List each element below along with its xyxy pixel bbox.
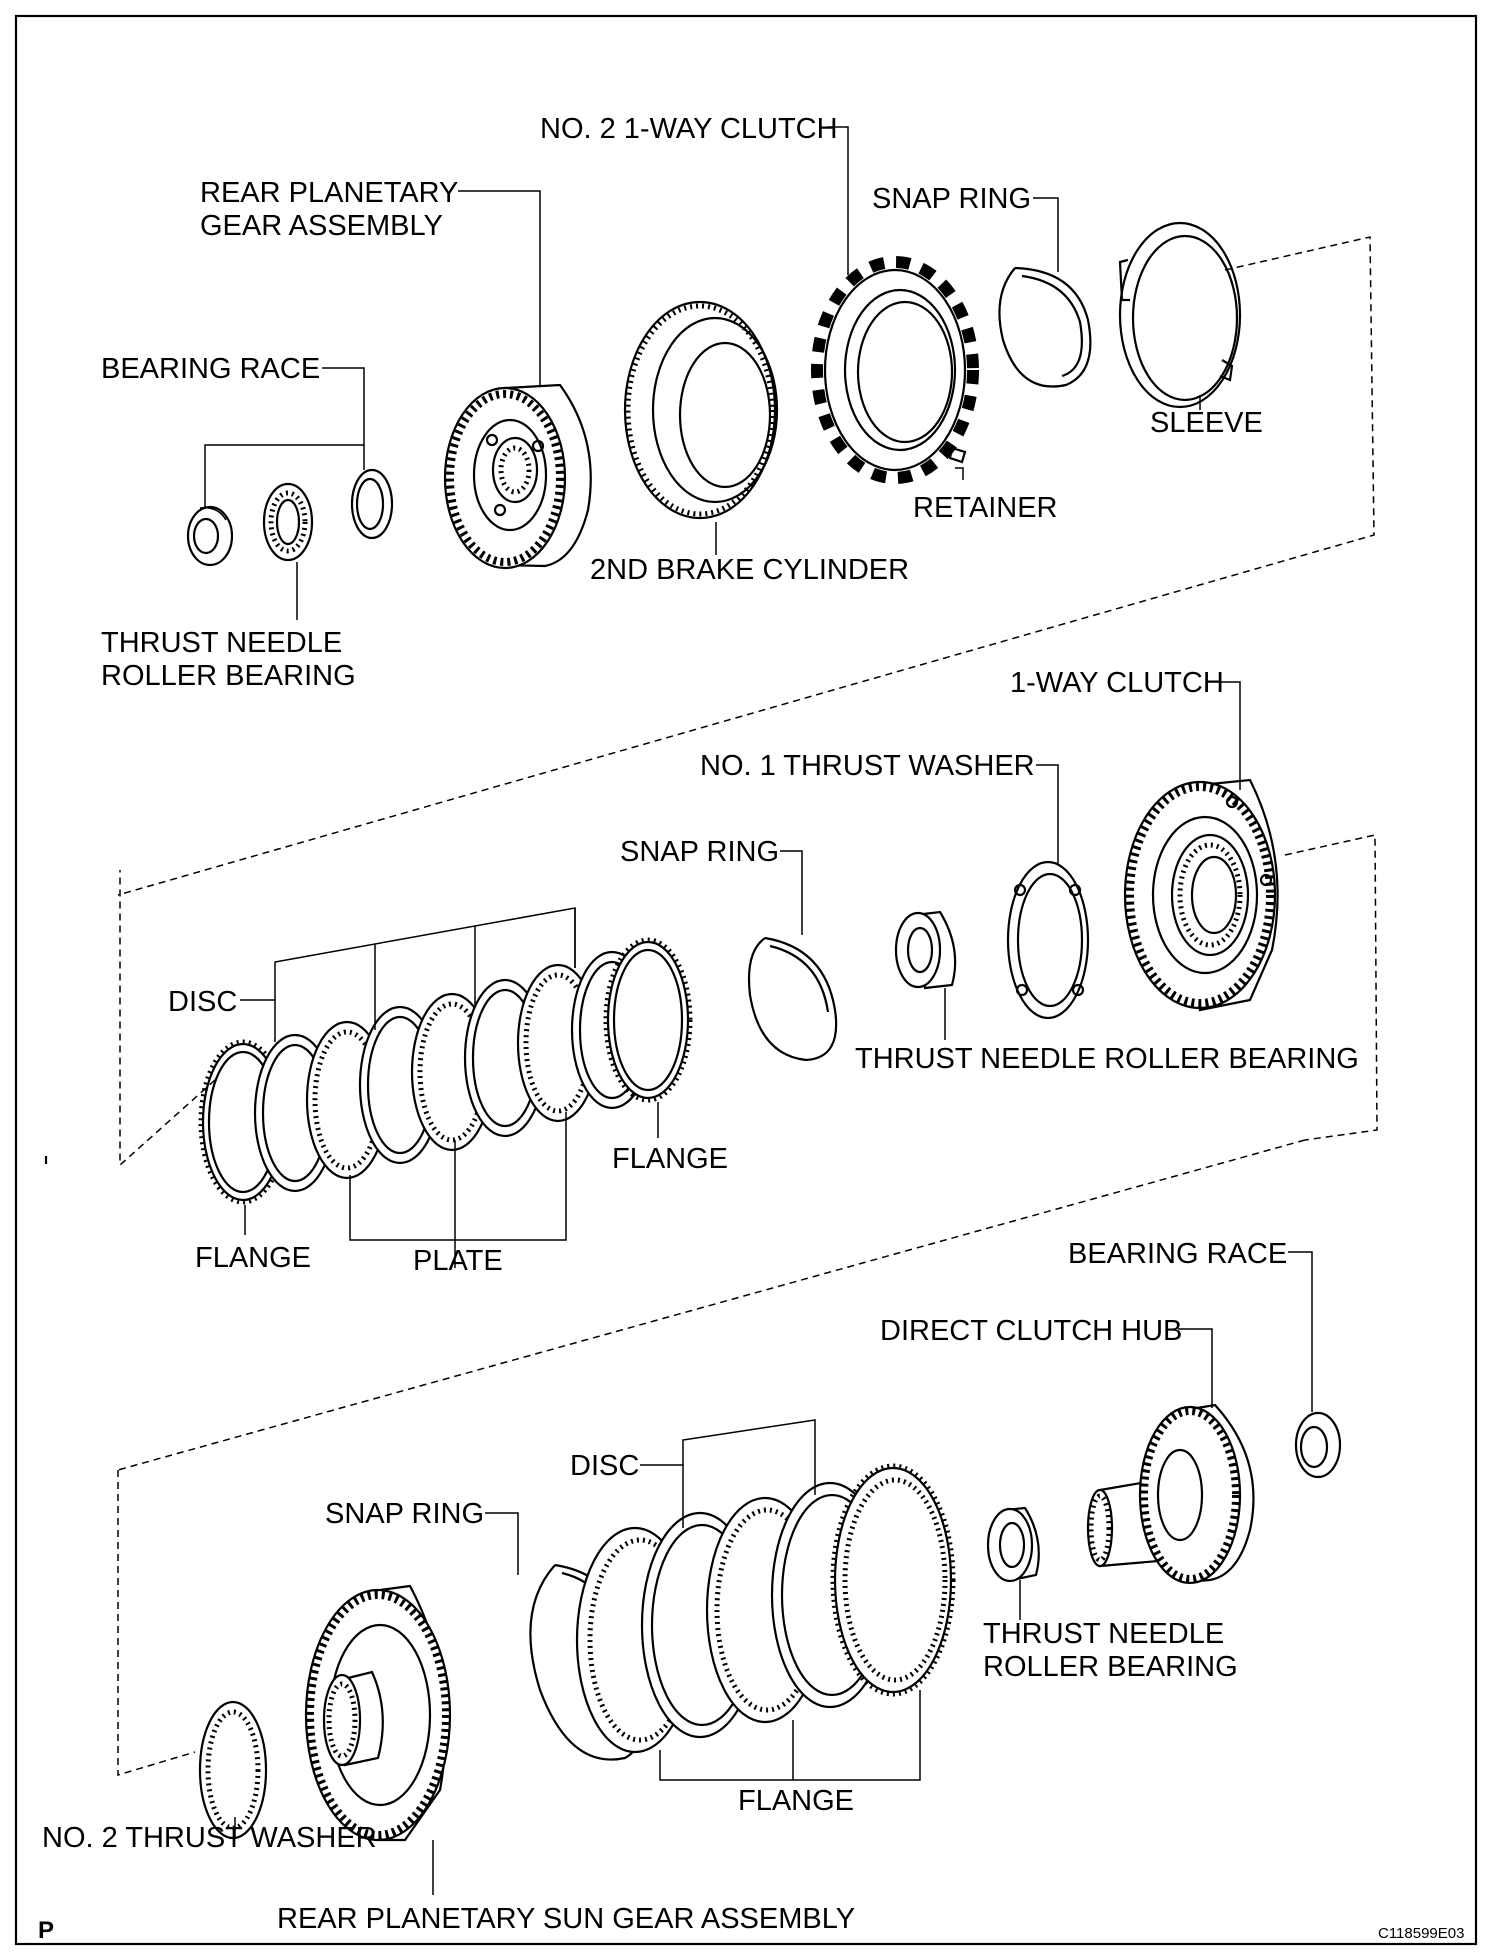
no1-thrust-washer-part	[1006, 860, 1090, 1020]
label-bearing-race-top: BEARING RACE	[101, 353, 320, 385]
label-no2-thrust-washer: NO. 2 THRUST WASHER	[42, 1822, 377, 1854]
one-way-clutch-part	[1123, 778, 1279, 1012]
label-snap-ring-mid: SNAP RING	[620, 836, 779, 868]
label-rear-planetary-2: GEAR ASSEMBLY	[200, 210, 443, 242]
footer-figure-code: C118599E03	[1378, 1925, 1464, 1942]
bearing-race-top-part-2	[350, 468, 394, 540]
sleeve-part	[1118, 221, 1242, 409]
leader-snap-ring-bottom	[485, 1512, 519, 1575]
footer-left-mark: P	[38, 1917, 54, 1944]
label-plate: PLATE	[413, 1245, 503, 1277]
leader-no2-one-way	[827, 126, 849, 275]
label-one-way-clutch: 1-WAY CLUTCH	[1010, 667, 1224, 699]
label-flange-mid-left: FLANGE	[195, 1242, 311, 1274]
label-disc-bottom: DISC	[570, 1450, 639, 1482]
no2-thrust-washer-part	[198, 1700, 268, 1840]
leader-plate	[349, 1112, 567, 1241]
label-sleeve: SLEEVE	[1150, 407, 1263, 439]
leader-bearing-race-top	[204, 367, 365, 508]
thrust-needle-bottom-part	[986, 1506, 1040, 1583]
leader-flange-bottom	[659, 1690, 921, 1781]
section-middle: 1-WAY CLUTCH NO. 1 THRUST WASHER SNAP RI…	[117, 667, 1378, 1471]
label-retainer: RETAINER	[913, 492, 1057, 524]
leader-bearing-race-bottom	[1288, 1251, 1313, 1412]
label-second-brake-cylinder: 2ND BRAKE CYLINDER	[590, 554, 909, 586]
rear-planetary-gear-part	[443, 383, 592, 570]
clutch-pack-mid	[198, 937, 693, 1205]
label-disc-mid: DISC	[168, 986, 237, 1018]
bearing-race-top-part	[186, 505, 234, 567]
snap-ring-mid-part	[747, 936, 838, 1062]
top-dashed-boundary	[117, 236, 1375, 896]
thrust-needle-mid-part	[894, 910, 957, 990]
snap-ring-top-part	[998, 266, 1092, 388]
label-thrust-needle-bottom-1: THRUST NEEDLE	[983, 1618, 1224, 1650]
leader-disc-mid	[240, 999, 276, 1042]
bottom-dashed-boundary	[117, 1470, 196, 1777]
leader-direct-clutch-hub	[1178, 1328, 1213, 1408]
leader-snap-ring-top	[1033, 197, 1059, 272]
label-flange-mid-right: FLANGE	[612, 1143, 728, 1175]
label-thrust-needle-top-1: THRUST NEEDLE	[101, 627, 342, 659]
label-rear-planetary-1: REAR PLANETARY	[200, 177, 458, 209]
section-bottom: BEARING RACE DIRECT CLUTCH HUB DISC SNAP…	[42, 1238, 1342, 1935]
leader-disc-bottom	[640, 1464, 684, 1528]
label-snap-ring-top: SNAP RING	[872, 183, 1031, 215]
label-thrust-needle-bottom-2: ROLLER BEARING	[983, 1651, 1238, 1683]
leader-no1-thrust-washer	[1036, 764, 1059, 865]
middle-dashed-boundary	[1284, 834, 1378, 1141]
leader-one-way-clutch	[1218, 681, 1241, 790]
label-thrust-needle-mid: THRUST NEEDLE ROLLER BEARING	[855, 1043, 1359, 1075]
second-brake-cylinder-part	[623, 300, 779, 520]
leader-retainer	[955, 467, 964, 480]
rear-planetary-sun-gear-part	[304, 1584, 452, 1842]
section-top: NO. 2 1-WAY CLUTCH REAR PLANETARY GEAR A…	[101, 113, 1375, 896]
thrust-needle-top-part	[262, 482, 314, 562]
leader-rear-planetary	[458, 190, 541, 385]
label-thrust-needle-top-2: ROLLER BEARING	[101, 660, 356, 692]
direct-clutch-hub-part	[1086, 1403, 1255, 1585]
diagram-border	[14, 14, 1478, 1946]
label-direct-clutch-hub: DIRECT CLUTCH HUB	[880, 1315, 1182, 1347]
label-bearing-race-bottom: BEARING RACE	[1068, 1238, 1287, 1270]
no2-one-way-clutch-part	[811, 256, 979, 484]
bearing-race-bottom-part	[1294, 1411, 1342, 1479]
label-flange-bottom: FLANGE	[738, 1785, 854, 1817]
label-no2-one-way-clutch: NO. 2 1-WAY CLUTCH	[540, 113, 838, 145]
clutch-pack-bottom	[575, 1463, 956, 1754]
label-snap-ring-bottom: SNAP RING	[325, 1498, 484, 1530]
label-rear-planetary-sun: REAR PLANETARY SUN GEAR ASSEMBLY	[277, 1903, 855, 1935]
leader-snap-ring-mid	[780, 850, 803, 935]
label-no1-thrust-washer: NO. 1 THRUST WASHER	[700, 750, 1035, 782]
